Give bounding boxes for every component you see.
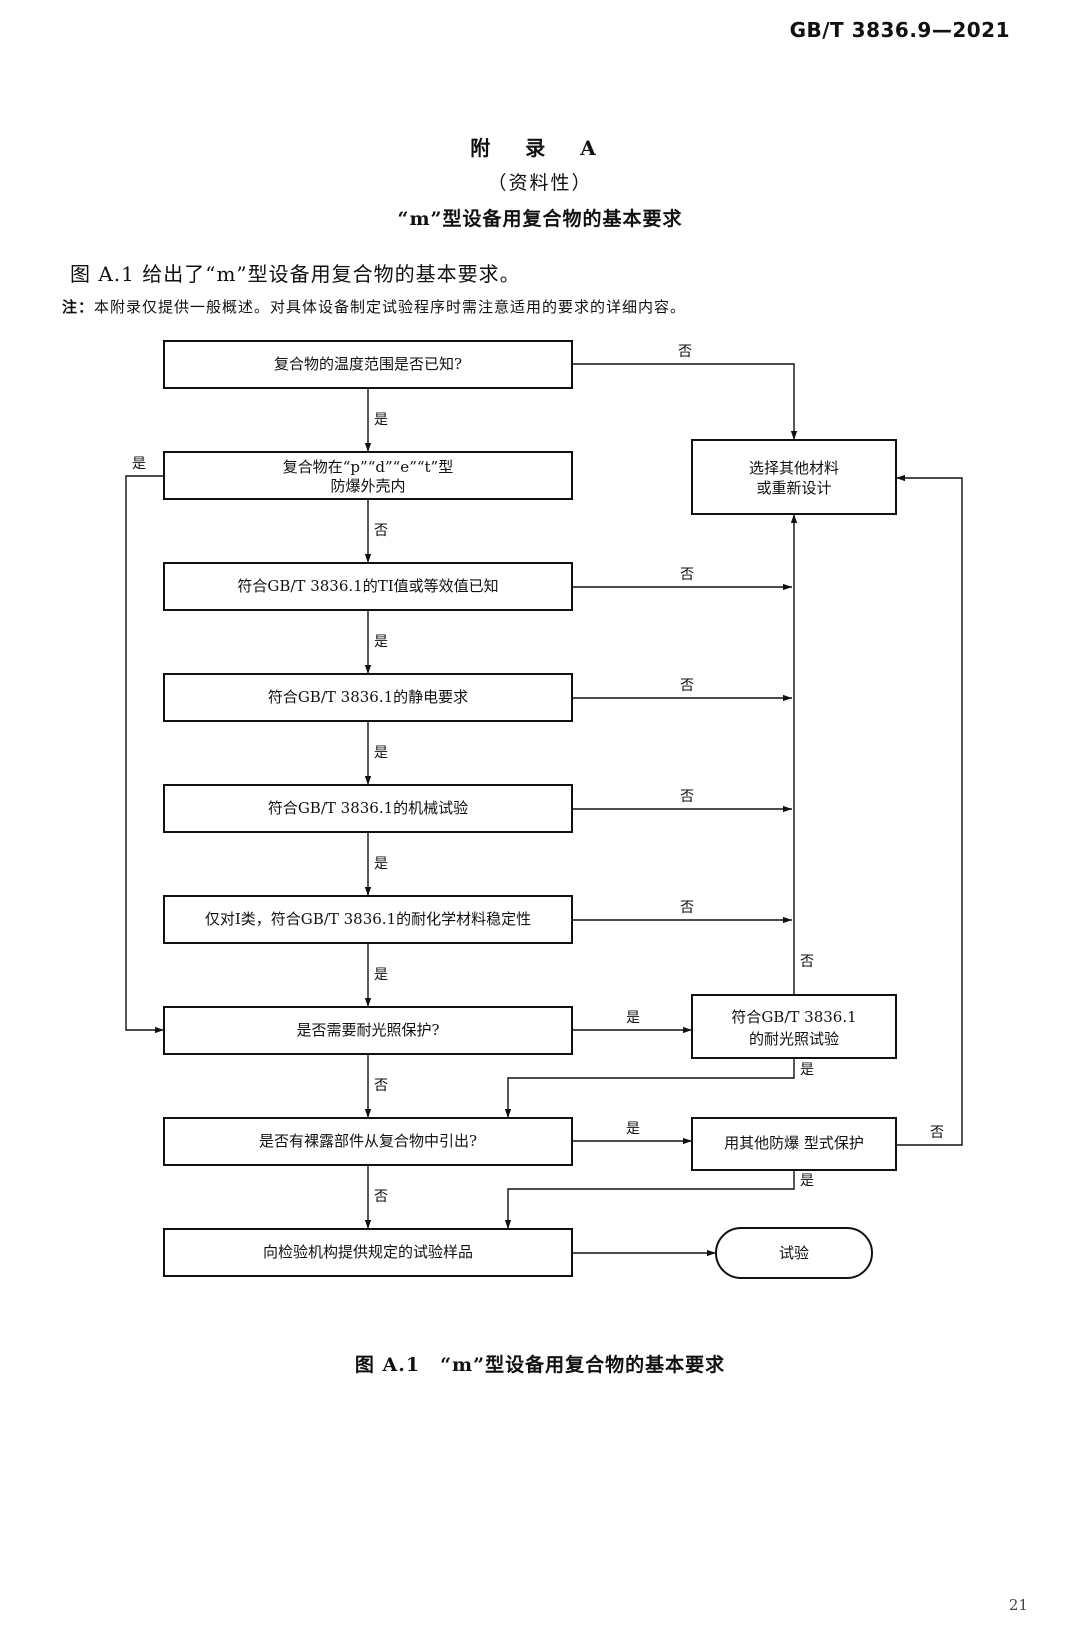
- box-chemical-text: 仅对I类，符合GB/T 3836.1的耐化学材料稳定性: [205, 910, 531, 928]
- box-other-protection: 用其他防爆 型式保护: [691, 1117, 897, 1171]
- arrow-other-protection-yes: [504, 1170, 795, 1229]
- box-electrostatic-text: 符合GB/T 3836.1的静电要求: [268, 688, 468, 706]
- label-yes-bypass: 是: [132, 456, 146, 472]
- label-no-box5: 否: [680, 789, 694, 805]
- label-yes-5: 是: [374, 856, 388, 872]
- terminal-test: 试验: [715, 1227, 873, 1279]
- appendix-subject: “m”型设备用复合物的基本要求: [397, 208, 683, 230]
- arrow-bypass-yes: [125, 475, 164, 1034]
- box-ti-value-text: 符合GB/T 3836.1的TI值或等效值已知: [237, 577, 498, 595]
- arrow-light-test-yes: [504, 1058, 795, 1118]
- appendix-nature: （资料性）: [487, 172, 593, 194]
- label-yes-6: 是: [374, 967, 388, 983]
- intro-paragraph: 图 A.1 给出了“m”型设备用复合物的基本要求。: [70, 262, 521, 286]
- label-yes-box8: 是: [626, 1121, 640, 1137]
- label-no-box6: 否: [680, 900, 694, 916]
- arrow-box1-no: [572, 363, 798, 440]
- box-select-other-material: 选择其他材料 或重新设计: [691, 439, 897, 515]
- label-no-other-protection: 否: [930, 1125, 944, 1141]
- terminal-test-text: 试验: [779, 1244, 809, 1262]
- box-test-samples-text: 向检验机构提供规定的试验样品: [263, 1243, 473, 1261]
- label-no-2: 否: [374, 523, 388, 539]
- label-no-7: 否: [374, 1078, 388, 1094]
- page-number: 21: [1008, 1596, 1028, 1614]
- label-no-8: 否: [374, 1189, 388, 1205]
- appendix-title: 附 录 A: [470, 136, 610, 160]
- standard-number: GB/T 3836.9—2021: [789, 18, 1010, 42]
- label-no-light-test: 否: [800, 954, 814, 970]
- box-light-protection-text: 是否需要耐光照保护?: [296, 1021, 439, 1039]
- box-in-enclosure-line1: 复合物在“p”“d”“e”“t”型: [283, 458, 453, 476]
- box-mechanical: 符合GB/T 3836.1的机械试验: [163, 784, 573, 833]
- box-temperature-range: 复合物的温度范围是否已知?: [163, 340, 573, 389]
- box-light-test-line2: 的耐光照试验: [749, 1030, 839, 1048]
- box-light-test-line1: 符合GB/T 3836.1: [731, 1008, 856, 1026]
- box-electrostatic: 符合GB/T 3836.1的静电要求: [163, 673, 573, 722]
- arrow-other-protection-no: [896, 474, 963, 1146]
- label-no-box1: 否: [678, 344, 692, 360]
- box-select-other-material-line2: 或重新设计: [756, 479, 831, 497]
- box-exposed-parts: 是否有裸露部件从复合物中引出?: [163, 1117, 573, 1166]
- box-ti-value: 符合GB/T 3836.1的TI值或等效值已知: [163, 562, 573, 611]
- box-mechanical-text: 符合GB/T 3836.1的机械试验: [268, 799, 468, 817]
- box-other-protection-text: 用其他防爆 型式保护: [724, 1134, 864, 1152]
- box-light-test: 符合GB/T 3836.1 的耐光照试验: [691, 994, 897, 1059]
- box-test-samples: 向检验机构提供规定的试验样品: [163, 1228, 573, 1277]
- box-light-protection: 是否需要耐光照保护?: [163, 1006, 573, 1055]
- figure-caption: 图 A.1 “m”型设备用复合物的基本要求: [354, 1354, 726, 1376]
- label-yes-4: 是: [374, 745, 388, 761]
- label-yes-box7: 是: [626, 1010, 640, 1026]
- label-yes-light-test: 是: [800, 1062, 814, 1078]
- box-in-enclosure: 复合物在“p”“d”“e”“t”型 防爆外壳内: [163, 451, 573, 500]
- box-select-other-material-line1: 选择其他材料: [749, 459, 839, 477]
- box-temperature-range-text: 复合物的温度范围是否已知?: [274, 355, 462, 373]
- note-text: 本附录仅提供一般概述。对具体设备制定试验程序时需注意适用的要求的详细内容。: [94, 298, 687, 316]
- box-chemical: 仅对I类，符合GB/T 3836.1的耐化学材料稳定性: [163, 895, 573, 944]
- note: 注：本附录仅提供一般概述。对具体设备制定试验程序时需注意适用的要求的详细内容。: [62, 296, 686, 317]
- note-label: 注：: [62, 298, 95, 316]
- label-yes-other-protection: 是: [800, 1173, 814, 1189]
- box-exposed-parts-text: 是否有裸露部件从复合物中引出?: [259, 1132, 477, 1150]
- label-no-box3: 否: [680, 567, 694, 583]
- label-no-box4: 否: [680, 678, 694, 694]
- label-yes-3: 是: [374, 634, 388, 650]
- label-yes-1: 是: [374, 412, 388, 428]
- box-in-enclosure-line2: 防爆外壳内: [330, 477, 405, 495]
